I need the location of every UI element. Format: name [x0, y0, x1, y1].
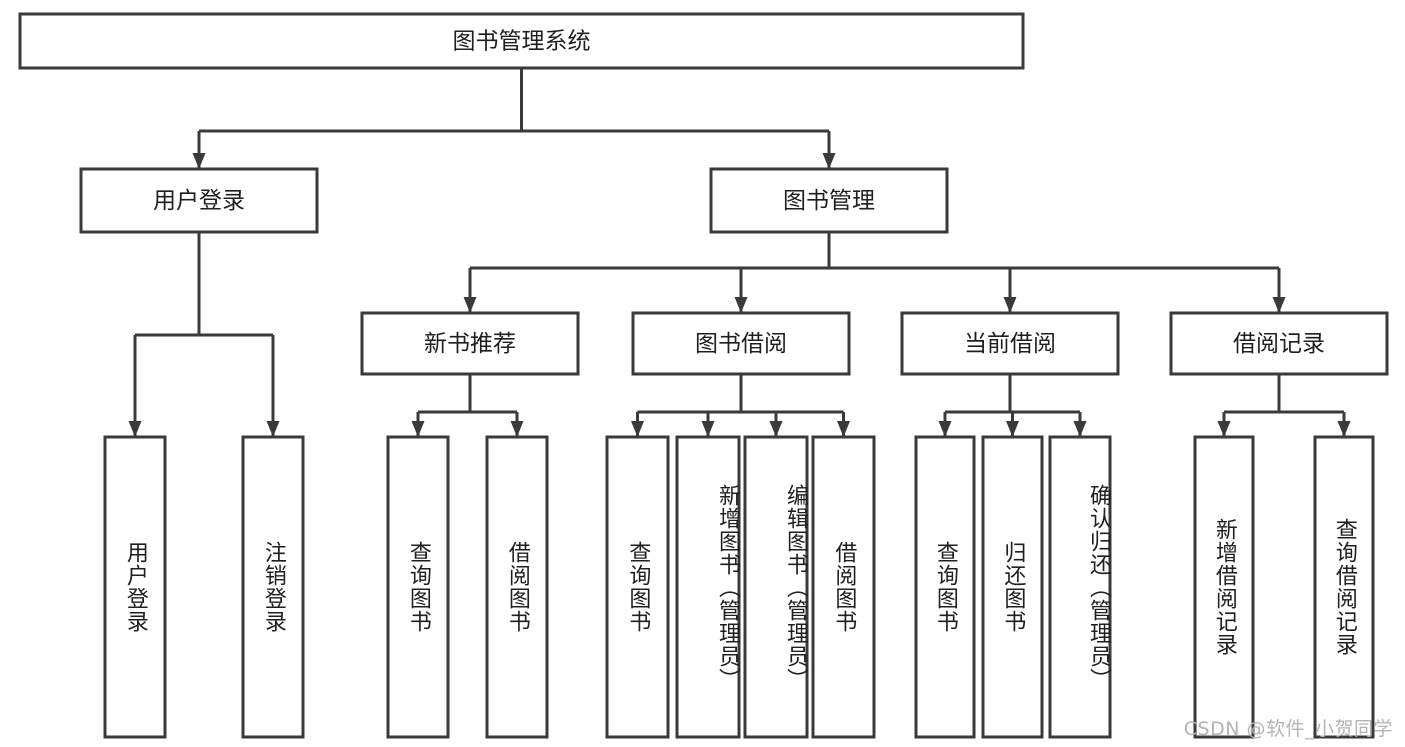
node-box [743, 435, 809, 739]
edge-group-user-login [128, 232, 280, 437]
node-label: 借阅记录 [1233, 331, 1325, 357]
arrow-head-icon [1272, 297, 1286, 313]
arrow-head-icon [1073, 421, 1087, 437]
arrow-head-icon [411, 421, 425, 437]
node-leaf-add-book-admin[interactable] [675, 435, 741, 739]
node-box [103, 435, 167, 739]
node-leaf-user-logout[interactable] [241, 435, 305, 739]
node-box [709, 167, 949, 234]
node-box [241, 435, 305, 739]
edge-group-root [192, 68, 836, 169]
node-box [79, 167, 319, 234]
edge-group-borrow-record [1217, 374, 1351, 437]
node-leaf-cur-query-book[interactable] [914, 435, 976, 739]
arrow-head-icon [701, 421, 715, 437]
arrow-head-icon [1217, 421, 1231, 437]
node-leaf-edit-book-admin[interactable] [743, 435, 809, 739]
node-box [675, 435, 741, 739]
node-label: 图书管理 [783, 188, 875, 214]
node-leaf-rec-borrow-book[interactable] [485, 435, 549, 739]
node-new-book-rec[interactable]: 新书推荐 [360, 311, 580, 376]
arrow-head-icon [631, 421, 644, 437]
arrow-head-icon [837, 421, 850, 437]
node-leaf-user-login[interactable] [103, 435, 167, 739]
node-box [1169, 311, 1389, 376]
arrow-head-icon [192, 153, 206, 169]
node-label: 当前借阅 [964, 331, 1056, 357]
node-leaf-add-borrow-record[interactable] [1193, 435, 1255, 739]
edge-layer [128, 68, 1351, 437]
node-box [18, 12, 1025, 70]
node-label: 用户登录 [153, 188, 245, 214]
arrow-head-icon [266, 421, 280, 437]
arrow-head-icon [128, 421, 142, 437]
arrow-head-icon [510, 421, 524, 437]
arrow-head-icon [1337, 421, 1351, 437]
node-box [914, 435, 976, 739]
node-box [981, 435, 1044, 739]
node-leaf-rec-query-book[interactable] [386, 435, 450, 739]
node-root[interactable]: 图书管理系统 [18, 12, 1025, 70]
node-box [1193, 435, 1255, 739]
node-leaf-borrow-query-book[interactable] [605, 435, 670, 739]
node-borrow-record[interactable]: 借阅记录 [1169, 311, 1389, 376]
arrow-head-icon [1003, 297, 1017, 313]
node-box [1313, 435, 1375, 739]
node-label: 图书借阅 [695, 331, 787, 357]
node-leaf-borrow-book[interactable] [811, 435, 876, 739]
node-box [631, 311, 851, 376]
edge-group-book-borrow [631, 374, 850, 437]
arrow-head-icon [463, 297, 477, 313]
node-leaf-query-borrow-record[interactable] [1313, 435, 1375, 739]
node-book-borrow[interactable]: 图书借阅 [631, 311, 851, 376]
node-book-manage[interactable]: 图书管理 [709, 167, 949, 234]
arrow-head-icon [769, 421, 783, 437]
node-leaf-confirm-return-admin[interactable] [1048, 435, 1112, 739]
arrow-head-icon [938, 421, 952, 437]
node-box [1048, 435, 1112, 739]
arrow-head-icon [822, 153, 836, 169]
watermark: CSDN @软件_小贺同学 [1183, 718, 1393, 740]
node-current-borrow[interactable]: 当前借阅 [900, 311, 1120, 376]
node-box [811, 435, 876, 739]
edge-group-new-book-rec [411, 374, 524, 437]
node-label: 新书推荐 [424, 331, 516, 357]
node-box [360, 311, 580, 376]
node-label: 图书管理系统 [453, 29, 591, 55]
node-box [386, 435, 450, 739]
node-box [605, 435, 670, 739]
node-user-login[interactable]: 用户登录 [79, 167, 319, 234]
node-leaf-return-book[interactable] [981, 435, 1044, 739]
edge-group-book-manage [463, 232, 1286, 313]
node-box [900, 311, 1120, 376]
arrow-head-icon [1006, 421, 1019, 437]
node-box [485, 435, 549, 739]
arrow-head-icon [734, 297, 748, 313]
edge-group-current-borrow [938, 374, 1087, 437]
